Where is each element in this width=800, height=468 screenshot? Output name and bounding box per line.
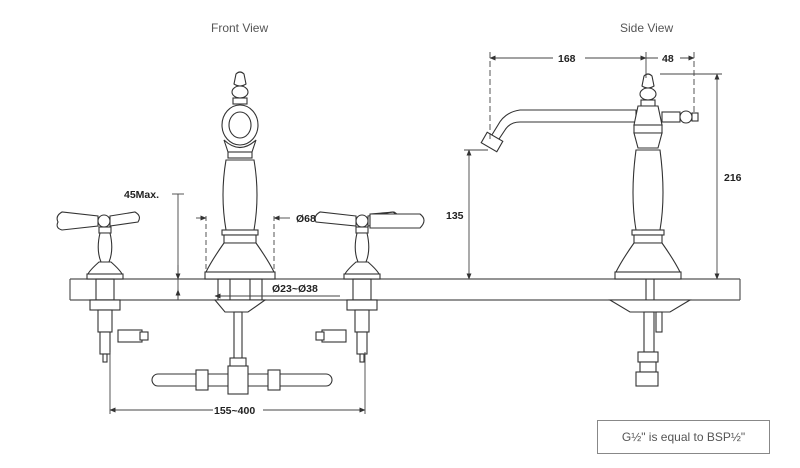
right-handle-valve bbox=[314, 211, 425, 363]
dim-total-height: 216 bbox=[724, 172, 742, 184]
front-view-title: Front View bbox=[211, 21, 269, 35]
dim-body-diameter: Ø68 bbox=[296, 213, 316, 225]
center-spout-body bbox=[204, 71, 276, 369]
countertop-deck bbox=[69, 278, 741, 301]
left-handle-valve bbox=[56, 211, 149, 363]
side-view-faucet bbox=[480, 73, 699, 387]
dim-spout-height: 135 bbox=[446, 210, 464, 222]
dimension-labels: 168 48 216 135 45Max. Ø68 Ø23~Ø38 155~40… bbox=[124, 51, 746, 417]
side-view-title: Side View bbox=[620, 21, 674, 35]
dim-center-spread: 155~400 bbox=[214, 405, 255, 417]
dimension-lines bbox=[109, 52, 722, 414]
dim-deck-thickness: 45Max. bbox=[124, 189, 159, 201]
supply-pipe bbox=[151, 365, 333, 395]
dim-spout-reach: 168 bbox=[558, 53, 576, 65]
dim-handle-offset: 48 bbox=[662, 53, 674, 65]
dim-hole-diameter: Ø23~Ø38 bbox=[272, 283, 318, 295]
thread-note: G½" is equal to BSP½" bbox=[597, 420, 770, 454]
